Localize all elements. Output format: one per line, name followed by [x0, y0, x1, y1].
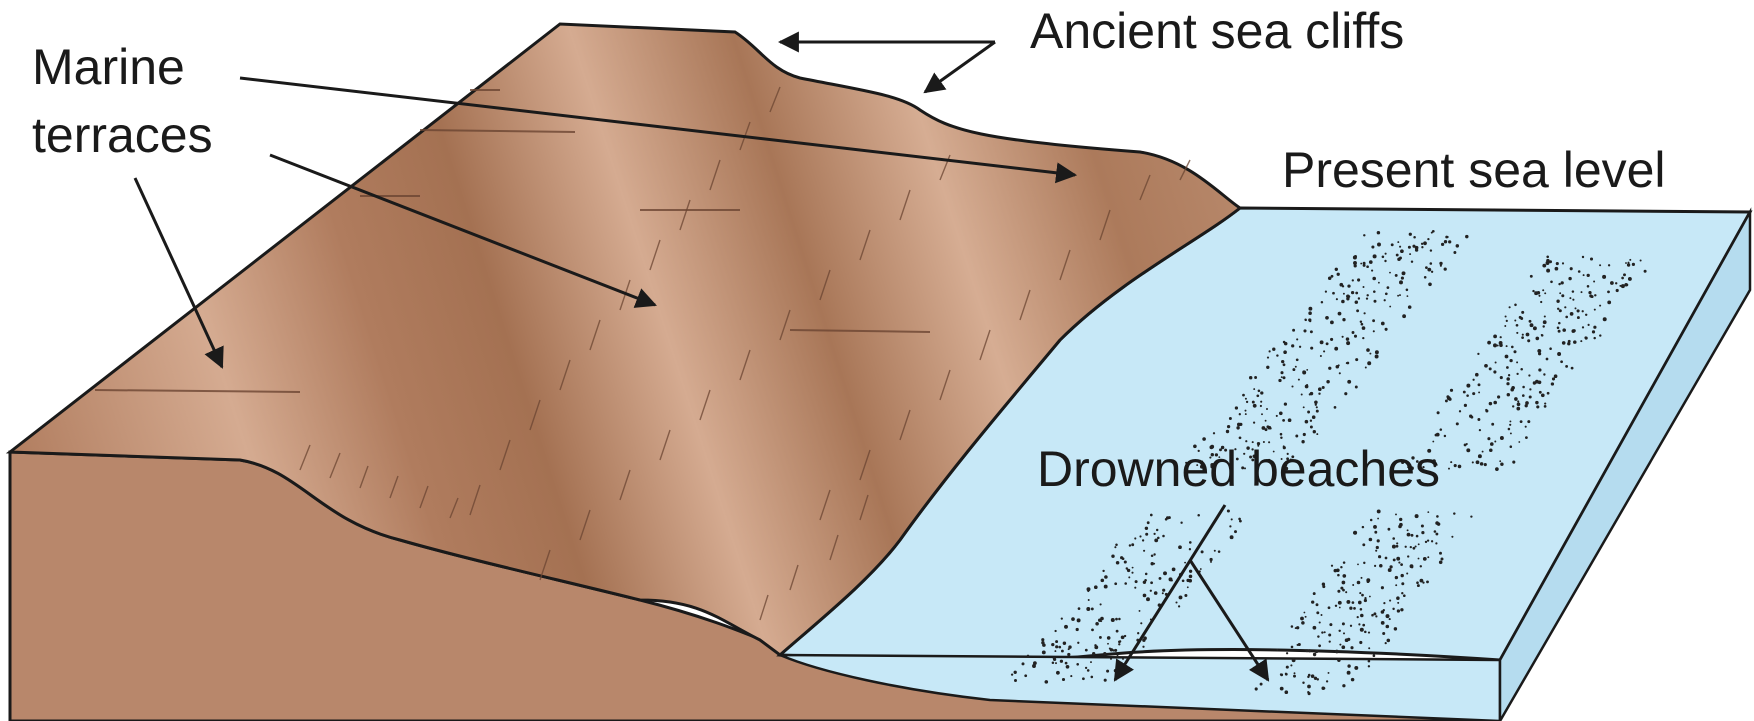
marine-terraces-label-line1: Marine [32, 40, 185, 94]
arrow-cliff-lower [925, 42, 995, 92]
marine-terraces-label-line2: terraces [32, 108, 213, 162]
present-sea-level-label: Present sea level [1282, 143, 1666, 197]
drowned-beaches-label: Drowned beaches [1037, 442, 1440, 496]
ancient-sea-cliffs-label: Ancient sea cliffs [1030, 4, 1404, 58]
